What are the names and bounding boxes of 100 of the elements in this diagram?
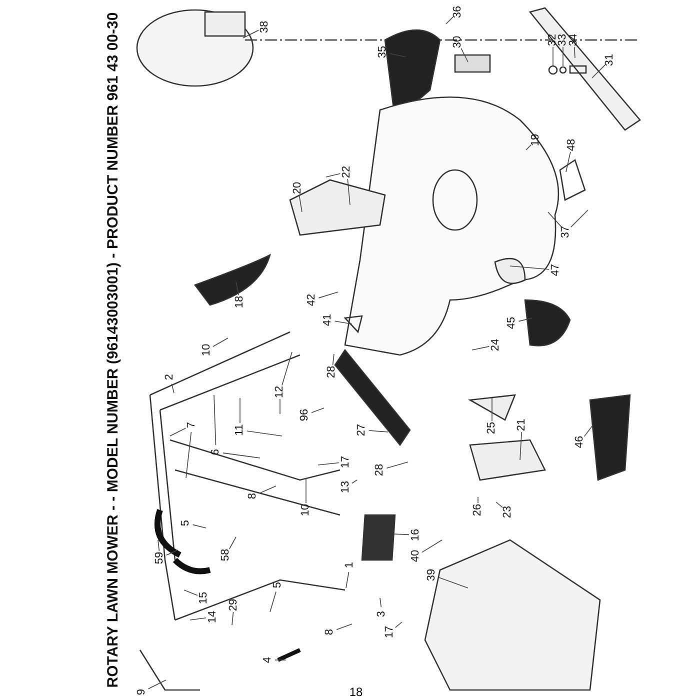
leader-line	[242, 30, 260, 38]
leader-line	[190, 618, 206, 620]
leader-line	[318, 462, 340, 466]
callout-number: 24	[490, 338, 502, 352]
callout-number: 8	[324, 628, 336, 636]
callout-number: 21	[516, 418, 528, 432]
callout-number: 42	[306, 294, 318, 306]
leader-line	[548, 212, 562, 228]
callout-number: 20	[292, 182, 304, 194]
leader-line	[332, 354, 334, 366]
callout-number: 27	[356, 424, 368, 436]
leader-line	[212, 338, 228, 347]
leader-line	[352, 480, 358, 484]
callout-number: 18	[234, 296, 246, 308]
callout-number: 29	[228, 598, 240, 612]
leader-line	[232, 612, 234, 626]
callout-number: 8	[248, 492, 258, 500]
leader-line	[158, 540, 160, 552]
leader-line	[368, 430, 388, 432]
callout-number: 14	[208, 610, 218, 624]
leader-line	[394, 622, 402, 628]
callout-number: 9	[136, 688, 148, 696]
leader-line	[562, 46, 564, 66]
callout-number: 10	[202, 344, 212, 356]
leader-line	[380, 598, 382, 608]
callout-number: 15	[198, 592, 210, 604]
leader-line	[460, 48, 468, 62]
leader-line	[518, 318, 532, 322]
leader-line	[148, 680, 166, 690]
leader-line	[336, 624, 352, 630]
callout-number: 7	[186, 422, 198, 428]
callout-number: 33	[558, 34, 568, 46]
leader-line	[386, 462, 408, 468]
callout-number: 17	[384, 626, 396, 638]
callout-number: 4	[262, 656, 274, 664]
callout-number: 96	[300, 408, 310, 422]
leader-line	[186, 432, 192, 478]
callout-number: 10	[300, 504, 312, 516]
callout-number: 2	[164, 374, 176, 380]
leader-line	[326, 173, 341, 178]
callout-number: 40	[410, 550, 422, 562]
callout-number: 26	[472, 504, 484, 516]
callout-number: 22	[342, 166, 352, 178]
leader-line	[566, 151, 571, 172]
callout-number: 1	[344, 562, 356, 568]
leader-line	[229, 536, 236, 550]
callout-number: 6	[210, 448, 222, 456]
leader-line	[246, 430, 282, 436]
callout-number: 17	[340, 456, 352, 468]
leader-line	[166, 550, 178, 556]
leader-line	[422, 540, 442, 553]
callout-number: 36	[452, 6, 464, 18]
leader-line	[334, 320, 352, 324]
callout-number: 48	[566, 138, 578, 152]
page-number: 18	[349, 685, 363, 699]
leader-line	[298, 194, 302, 212]
callout-number: 39	[426, 568, 438, 582]
leader-line	[170, 428, 186, 436]
leader-line	[346, 572, 350, 588]
leader-line	[171, 383, 174, 394]
diagram-title: ROTARY LAWN MOWER - - MODEL NUMBER (96143003001) - PRODUCT NUMBER 961 43 00-30	[104, 12, 122, 688]
callout-number: 28	[326, 366, 338, 378]
leader-line	[214, 394, 216, 446]
callout-number: 19	[530, 134, 542, 146]
leader-line	[584, 424, 594, 437]
callout-number: 46	[574, 436, 586, 448]
callout-number: 13	[340, 480, 352, 494]
callout-number: 32	[548, 34, 558, 46]
callout-number: 12	[274, 386, 286, 398]
callout-number: 34	[568, 34, 580, 46]
callout-number: 58	[220, 548, 232, 562]
callout-number: 28	[374, 464, 386, 476]
leader-line	[192, 524, 206, 528]
leader-line	[222, 452, 260, 458]
leader-line	[282, 352, 292, 386]
leader-line	[389, 53, 406, 58]
callout-number: 5	[180, 520, 192, 526]
callout-number: 38	[260, 20, 270, 34]
callout-number: 59	[154, 552, 166, 564]
leader-line	[184, 590, 198, 596]
callout-number: 25	[486, 422, 498, 434]
leader-line	[394, 534, 410, 536]
leader-line	[510, 266, 550, 270]
leader-line	[496, 502, 504, 508]
leader-line	[311, 408, 324, 413]
leader-line	[570, 210, 588, 228]
callout-number: 5	[272, 582, 284, 588]
leader-line	[446, 16, 454, 24]
leader-line	[259, 486, 276, 494]
leader-line	[236, 282, 240, 296]
callout-number: 31	[604, 54, 616, 66]
leader-line	[552, 46, 554, 66]
leader-line	[318, 292, 338, 298]
callout-number: 16	[410, 528, 422, 542]
leader-line	[574, 46, 576, 58]
callout-number: 23	[502, 506, 514, 518]
callout-number: 35	[378, 46, 388, 58]
callout-number: 47	[550, 264, 562, 276]
callout-number: 3	[376, 610, 388, 618]
leader-line	[592, 64, 606, 78]
